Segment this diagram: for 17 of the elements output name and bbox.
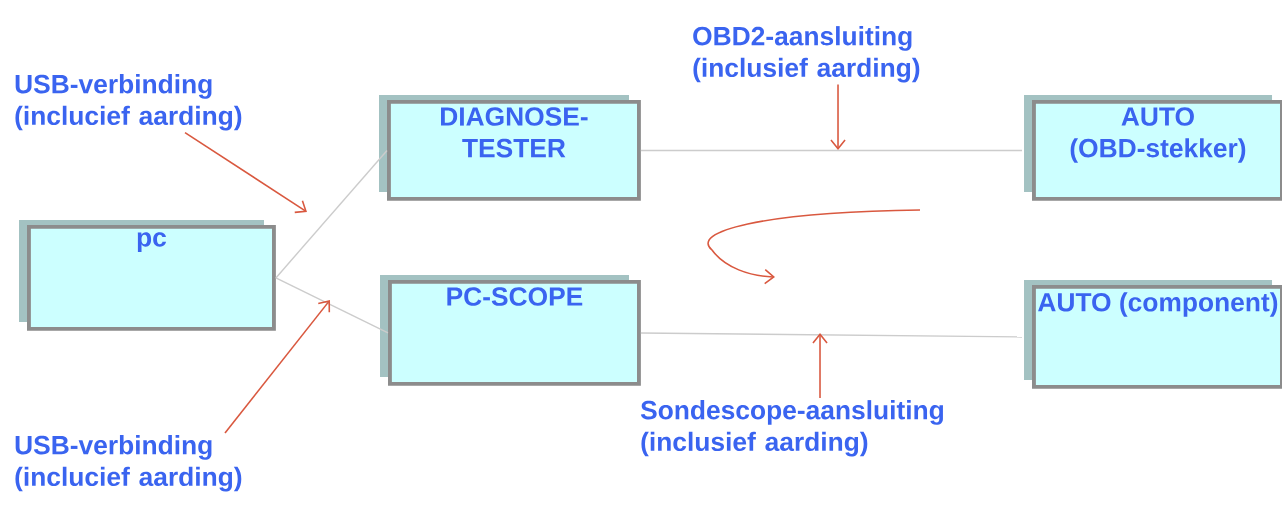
process-box: pc	[19, 220, 276, 331]
leader-line	[184, 131, 307, 214]
leader-line	[830, 83, 846, 150]
callout-text: Sondescope-aansluiting (inclusief aarding)	[640, 400, 943, 457]
process-box: PC-SCOPE	[380, 275, 641, 386]
process-box: DIAGNOSE- TESTER	[379, 95, 641, 201]
process-box: AUTO (component)	[1024, 280, 1282, 389]
connector-line	[640, 332, 1023, 338]
callout-text: USB-verbinding (inclucief aarding)	[15, 435, 242, 492]
leader-line	[812, 333, 828, 399]
connector-line	[275, 149, 388, 279]
leader-line	[224, 300, 331, 434]
process-box: AUTO (OBD-stekker)	[1024, 95, 1282, 201]
callout-text: USB-verbinding (inclucief aarding)	[15, 74, 242, 131]
callout-text: OBD2-aansluiting (inclusief aarding)	[693, 26, 920, 83]
connector-line	[275, 277, 389, 334]
connector-line	[640, 149, 1023, 152]
